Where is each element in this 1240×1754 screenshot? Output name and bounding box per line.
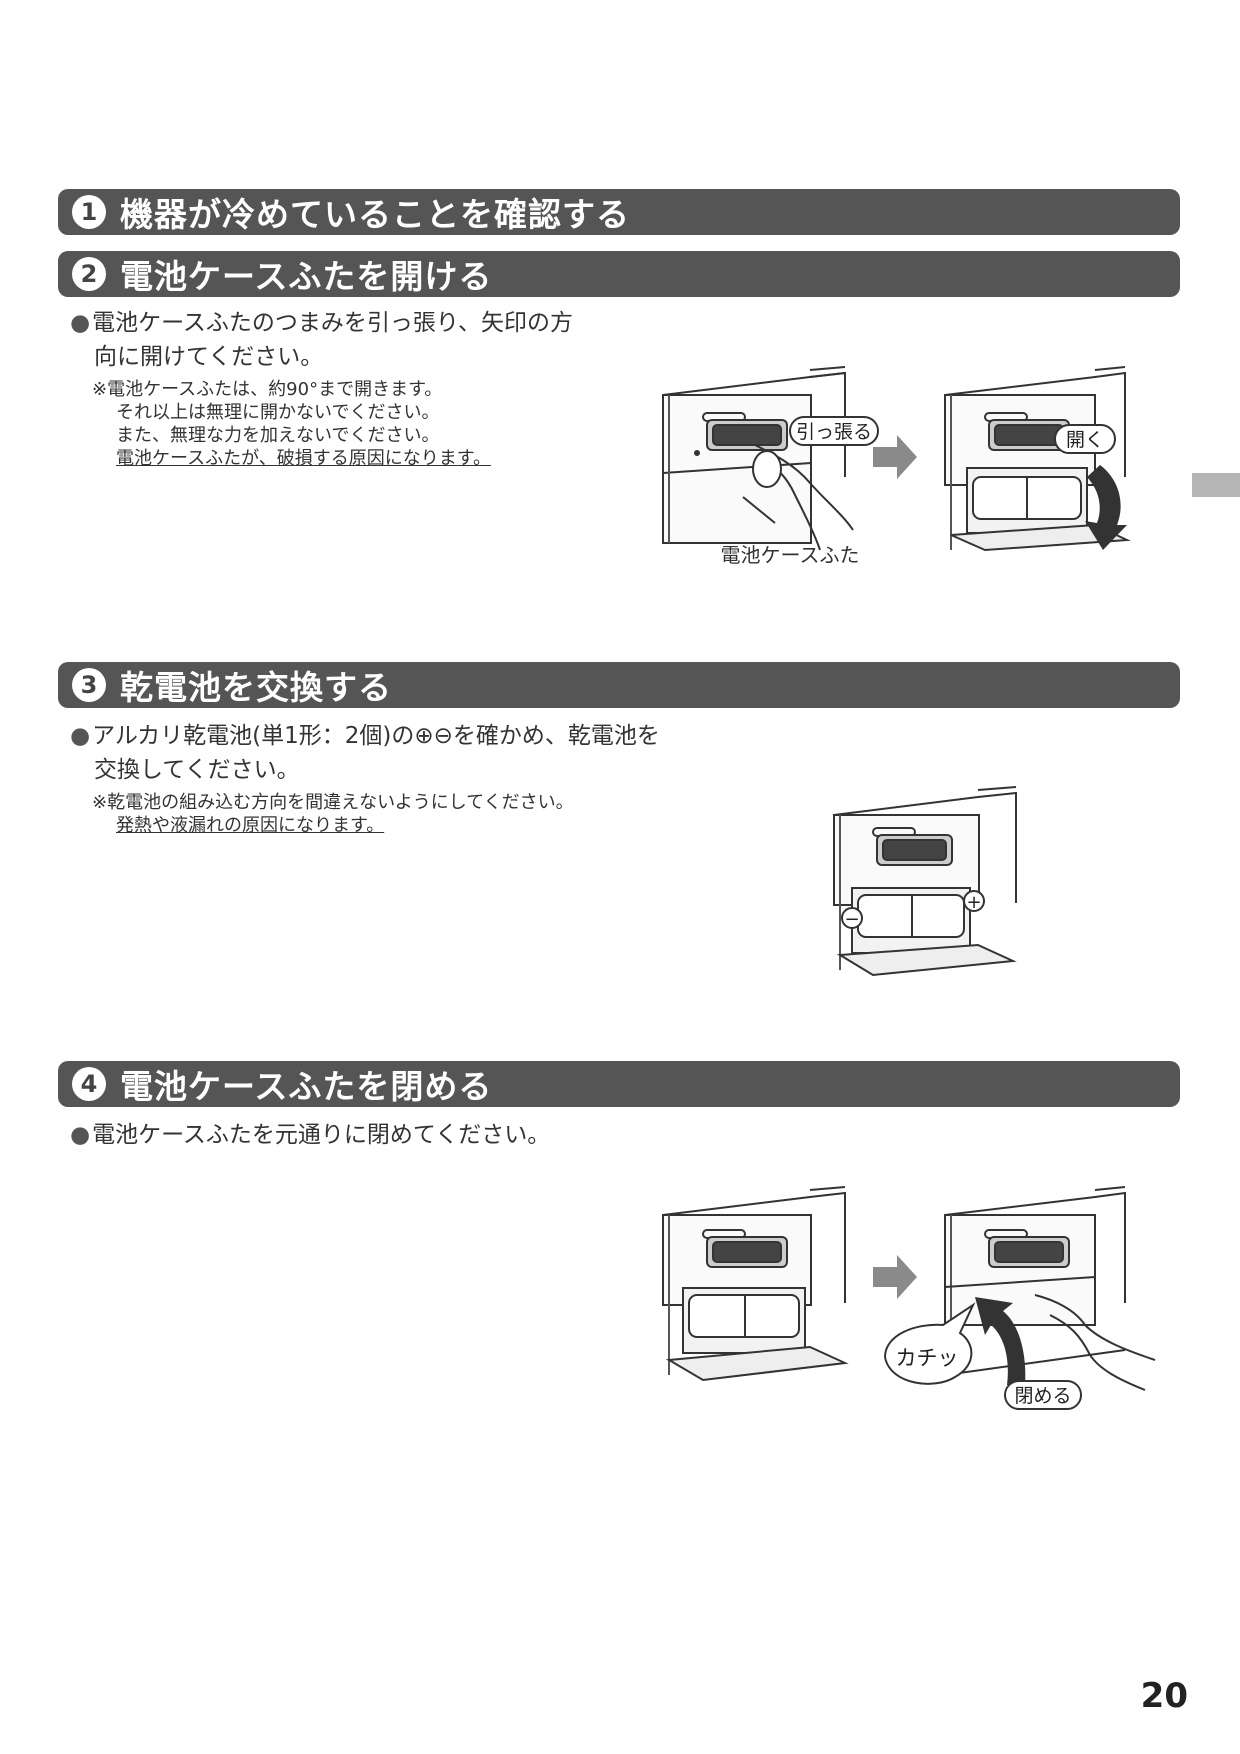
step-number: 2: [72, 257, 106, 291]
arrow-down-curved-icon: [1085, 465, 1127, 550]
click-label: カチッ: [896, 1346, 959, 1370]
step-3-note: ※乾電池の組み込む方向を間違えないようにしてください。 発熱や液漏れの原因になり…: [92, 792, 574, 836]
device-closed: [662, 366, 846, 544]
cover-label: 電池ケースふた: [721, 543, 860, 567]
open-label-bubble: [1054, 424, 1116, 454]
step-4-heading: 4 電池ケースふたを閉める: [58, 1061, 1180, 1107]
step-2-heading: 2 電池ケースふたを開ける: [58, 251, 1180, 297]
hand-icon: [1034, 1294, 1156, 1391]
page-number: 20: [1140, 1676, 1188, 1716]
section-tab: [1192, 473, 1240, 497]
open-label: 開く: [1066, 429, 1104, 451]
device-open: [662, 1186, 849, 1382]
bullet: ●: [70, 1122, 91, 1148]
device-open: [944, 366, 1131, 552]
step-title: 機器が冷めていることを確認する: [120, 195, 630, 234]
close-label: 閉める: [1014, 1385, 1071, 1407]
step-1-heading: 1 機器が冷めていることを確認する: [58, 189, 1180, 235]
plus-icon: [963, 890, 985, 912]
pull-label-bubble: [789, 416, 879, 446]
minus-icon: [841, 907, 863, 929]
step-3-instruction: ●アルカリ乾電池(単1形：2個)の⊕⊖を確かめ、乾電池を 交換してください。: [70, 723, 660, 783]
bullet: ●: [70, 310, 91, 336]
step-3-heading: 3 乾電池を交換する: [58, 662, 1180, 708]
step-title: 乾電池を交換する: [120, 668, 392, 707]
step-number: 1: [72, 195, 106, 229]
step-3-illustration: − +: [833, 786, 1017, 977]
step-4-illustration: カチッ 閉める: [662, 1186, 1156, 1410]
step-number: 4: [72, 1067, 106, 1101]
step-number: 3: [72, 668, 106, 702]
minus-symbol: −: [844, 909, 859, 930]
device-battery-open: [833, 786, 1017, 977]
close-label-bubble: [1004, 1380, 1082, 1410]
step-2-note: ※電池ケースふたは、約90°まで開きます。 それ以上は無理に開かないでください。…: [92, 379, 491, 469]
step-4-instruction: ●電池ケースふたを元通りに閉めてください。: [70, 1122, 551, 1148]
device-closed: [944, 1186, 1126, 1376]
bullet: ●: [70, 723, 91, 749]
pull-label: 引っ張る: [796, 421, 872, 443]
step-title: 電池ケースふたを開ける: [120, 257, 493, 296]
click-speech-bubble: [883, 1302, 976, 1385]
step-title: 電池ケースふたを閉める: [120, 1067, 493, 1106]
arrow-up-curved-icon: [975, 1297, 1026, 1385]
arrow-right-icon: [873, 1255, 917, 1299]
step-2-illustration: 引っ張る 電池ケースふた 開く: [662, 366, 1131, 567]
arrow-right-icon: [873, 435, 917, 479]
plus-symbol: +: [966, 892, 981, 913]
step-2-instruction: ●電池ケースふたのつまみを引っ張り、矢印の方 向に開けてください。: [70, 310, 574, 370]
